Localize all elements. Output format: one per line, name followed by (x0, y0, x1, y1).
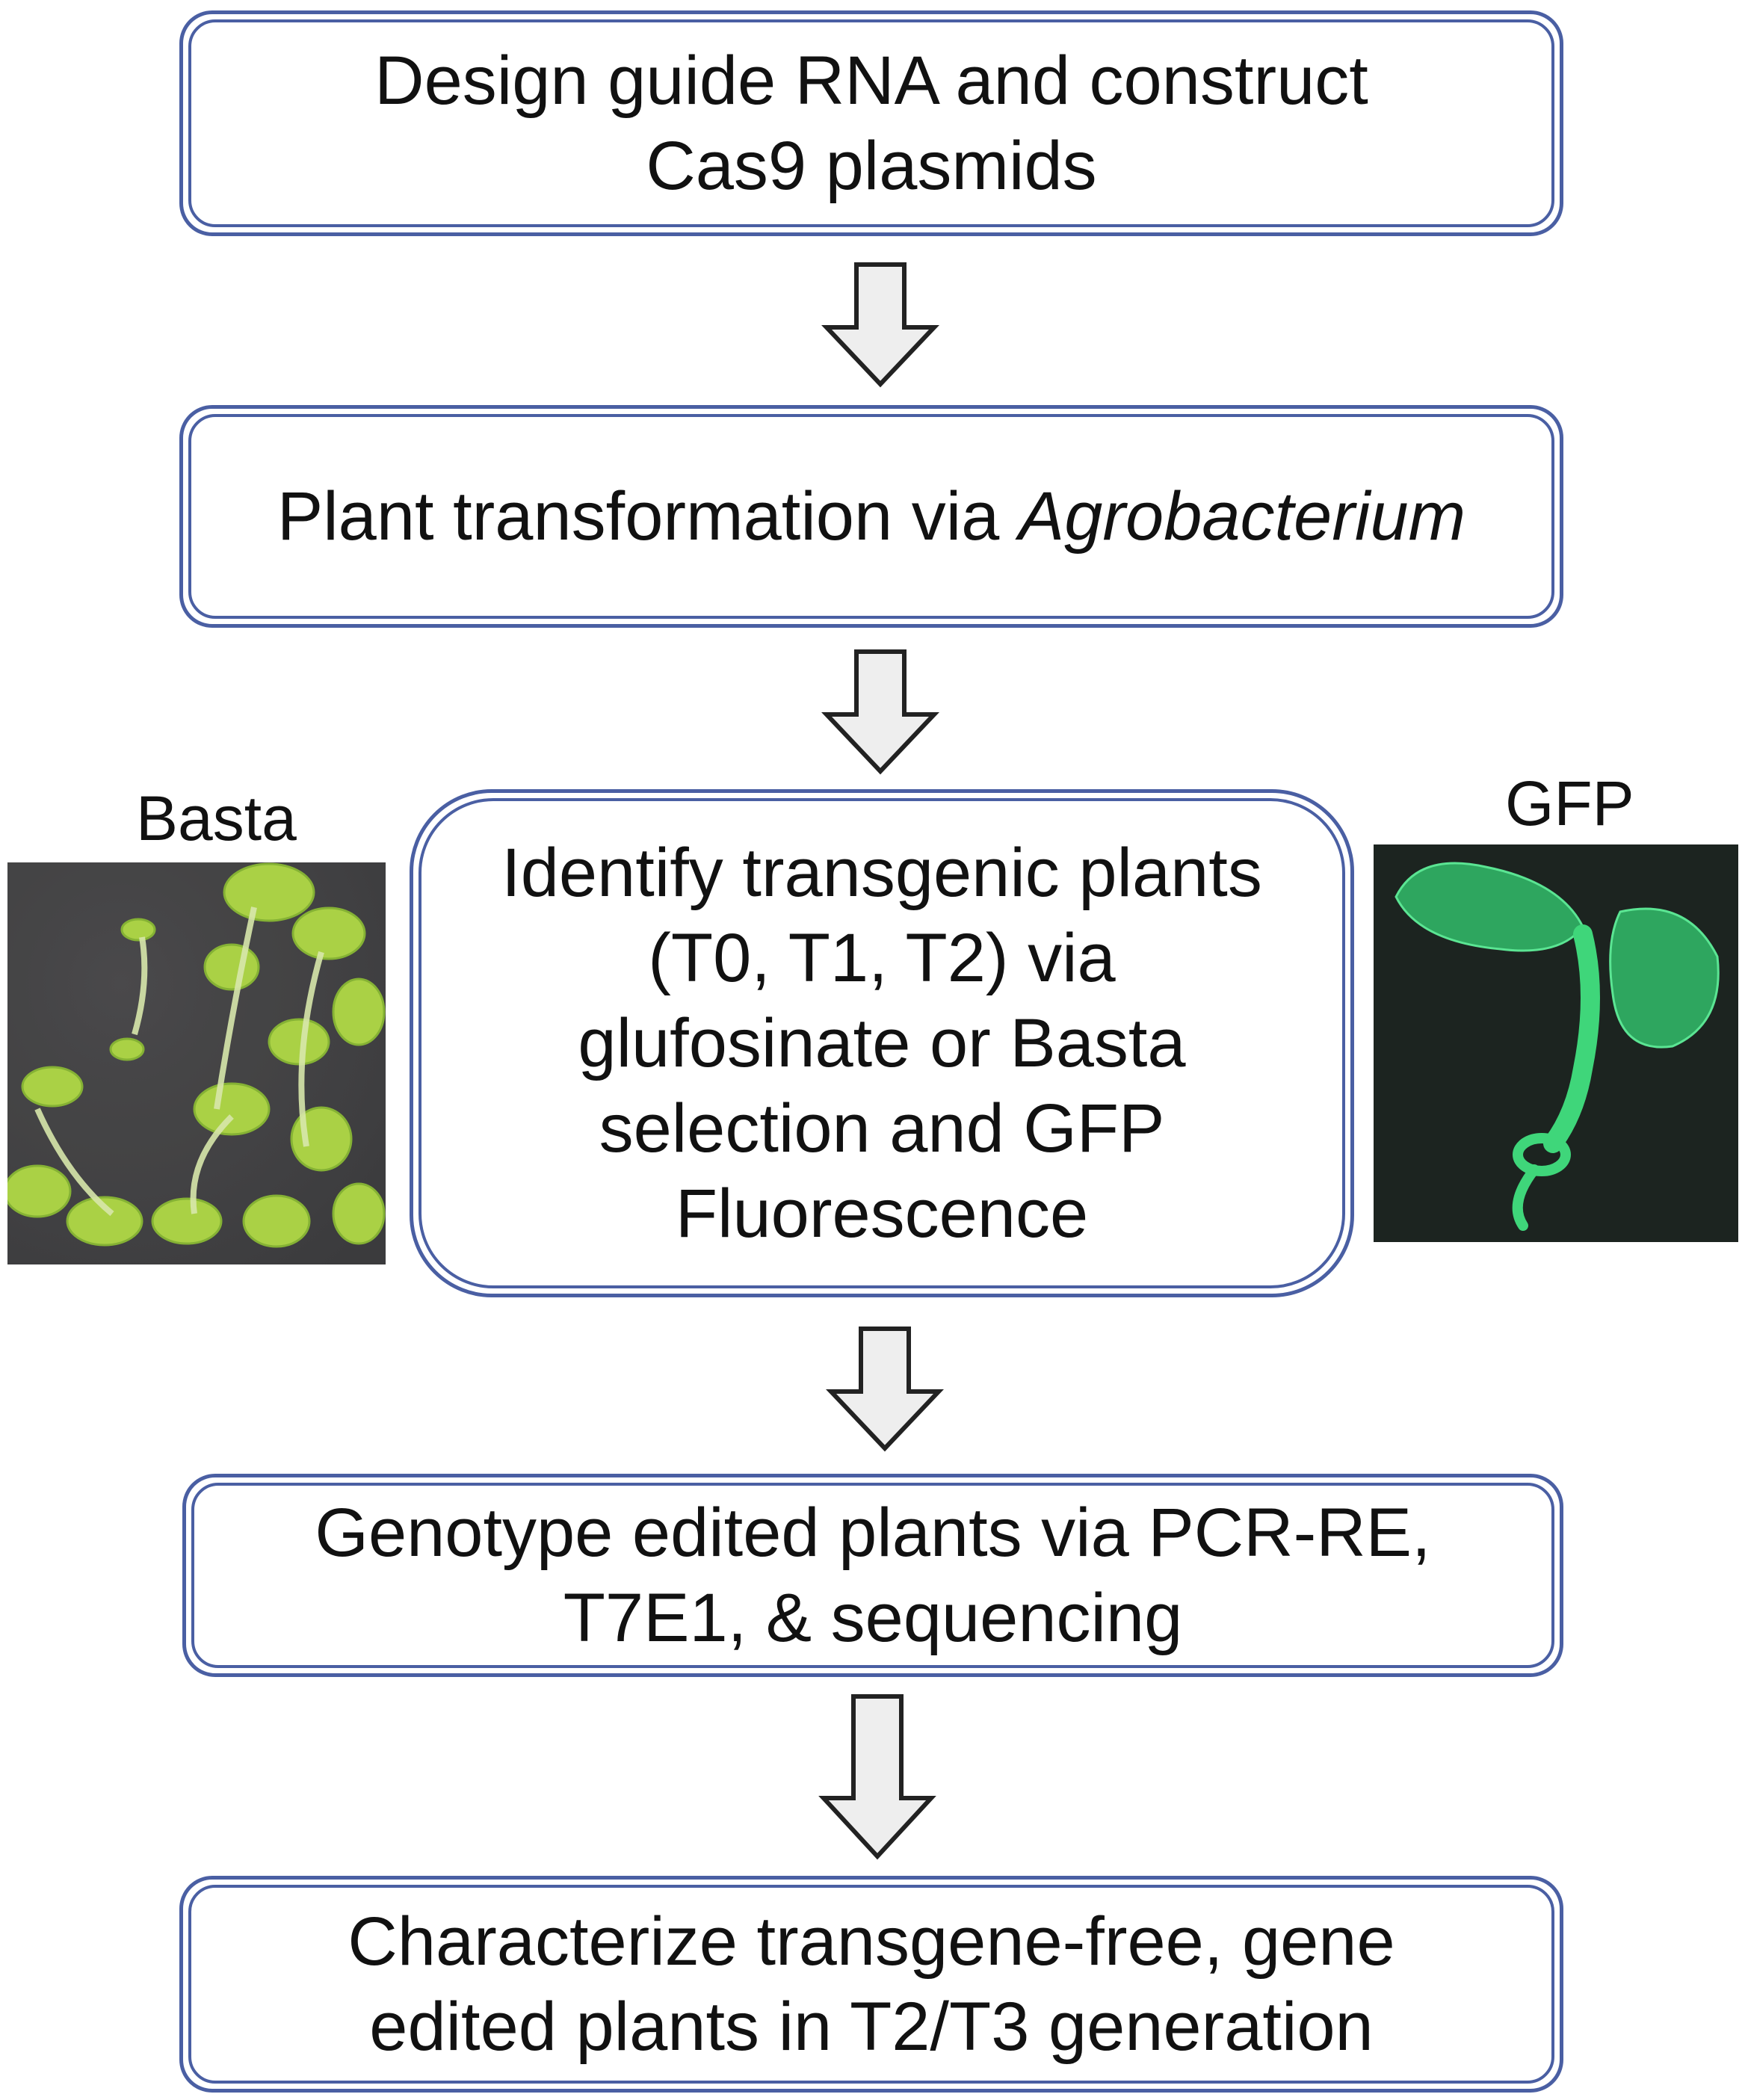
step-line: (T0, T1, T2) via (648, 920, 1116, 996)
step-genotype-edited: Genotype edited plants via PCR-RE, T7E1,… (182, 1474, 1563, 1677)
step-plant-transformation: Plant transformation via Agrobacterium (179, 405, 1563, 628)
step-line: Plant transformation via Agrobacterium (277, 474, 1466, 559)
down-arrow-icon (821, 649, 940, 776)
step-characterize-plants: Characterize transgene-free, gene edited… (179, 1876, 1563, 2093)
down-arrow-icon (825, 1326, 945, 1453)
organism-name: Agrobacterium (1018, 478, 1466, 555)
step-line: Cas9 plasmids (646, 128, 1097, 204)
step-prefix: Plant transformation via (277, 478, 1019, 555)
down-arrow-icon (818, 1693, 937, 1861)
step-line: edited plants in T2/T3 generation (369, 1989, 1374, 2065)
step-line: Genotype edited plants via PCR-RE, (315, 1495, 1431, 1571)
step-identify-transgenic: Identify transgenic plants (T0, T1, T2) … (410, 789, 1354, 1297)
step-line: T7E1, & sequencing (563, 1580, 1183, 1656)
step-text: Characterize transgene-free, gene edited… (348, 1899, 1395, 2069)
step-text: Plant transformation via Agrobacterium (277, 474, 1466, 559)
step-text: Design guide RNA and construct Cas9 plas… (374, 38, 1368, 209)
step-text: Identify transgenic plants (T0, T1, T2) … (501, 830, 1262, 1256)
step-line: Design guide RNA and construct (374, 43, 1368, 119)
basta-label: Basta (136, 783, 297, 853)
step-line: glufosinate or Basta (578, 1005, 1186, 1081)
gfp-seedling-photo (1374, 844, 1738, 1242)
step-line: Fluorescence (675, 1176, 1089, 1252)
step-line: Characterize transgene-free, gene (348, 1903, 1395, 1980)
step-text: Genotype edited plants via PCR-RE, T7E1,… (315, 1490, 1430, 1661)
basta-seedlings-photo (7, 862, 386, 1264)
step-design-guide-rna: Design guide RNA and construct Cas9 plas… (179, 10, 1563, 236)
gfp-label: GFP (1505, 768, 1634, 839)
down-arrow-icon (821, 262, 940, 389)
step-line: Identify transgenic plants (501, 835, 1262, 911)
step-line: selection and GFP (599, 1090, 1165, 1167)
